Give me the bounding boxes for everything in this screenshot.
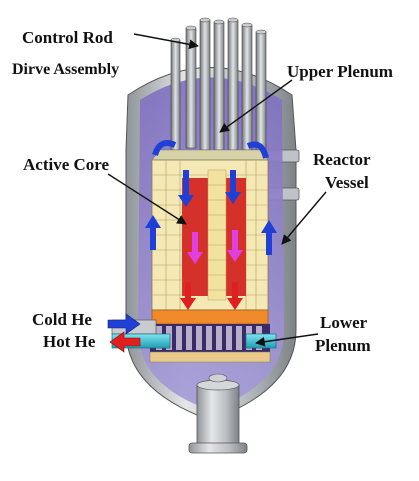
label-upper-plenum: Upper Plenum <box>287 62 393 81</box>
label-reactor: Reactor <box>313 150 371 169</box>
label-vessel: Vessel <box>325 173 369 192</box>
label-cold-he: Cold He <box>32 310 92 329</box>
control-rod-drive-assembly <box>170 17 267 151</box>
bottom-support <box>188 373 248 454</box>
label-active-core: Active Core <box>23 155 110 174</box>
upper-plenum <box>151 149 269 161</box>
label-lower: Lower <box>320 313 368 332</box>
coolant-flow-arrows <box>107 140 277 353</box>
label-control-rod: Control Rod <box>22 28 113 47</box>
label-drive-assembly: Dirve Assembly <box>12 61 120 78</box>
active-core <box>151 159 269 311</box>
label-hot-he: Hot He <box>43 332 96 351</box>
leader-lines <box>107 33 327 347</box>
label-plenum: Plenum <box>315 336 371 355</box>
